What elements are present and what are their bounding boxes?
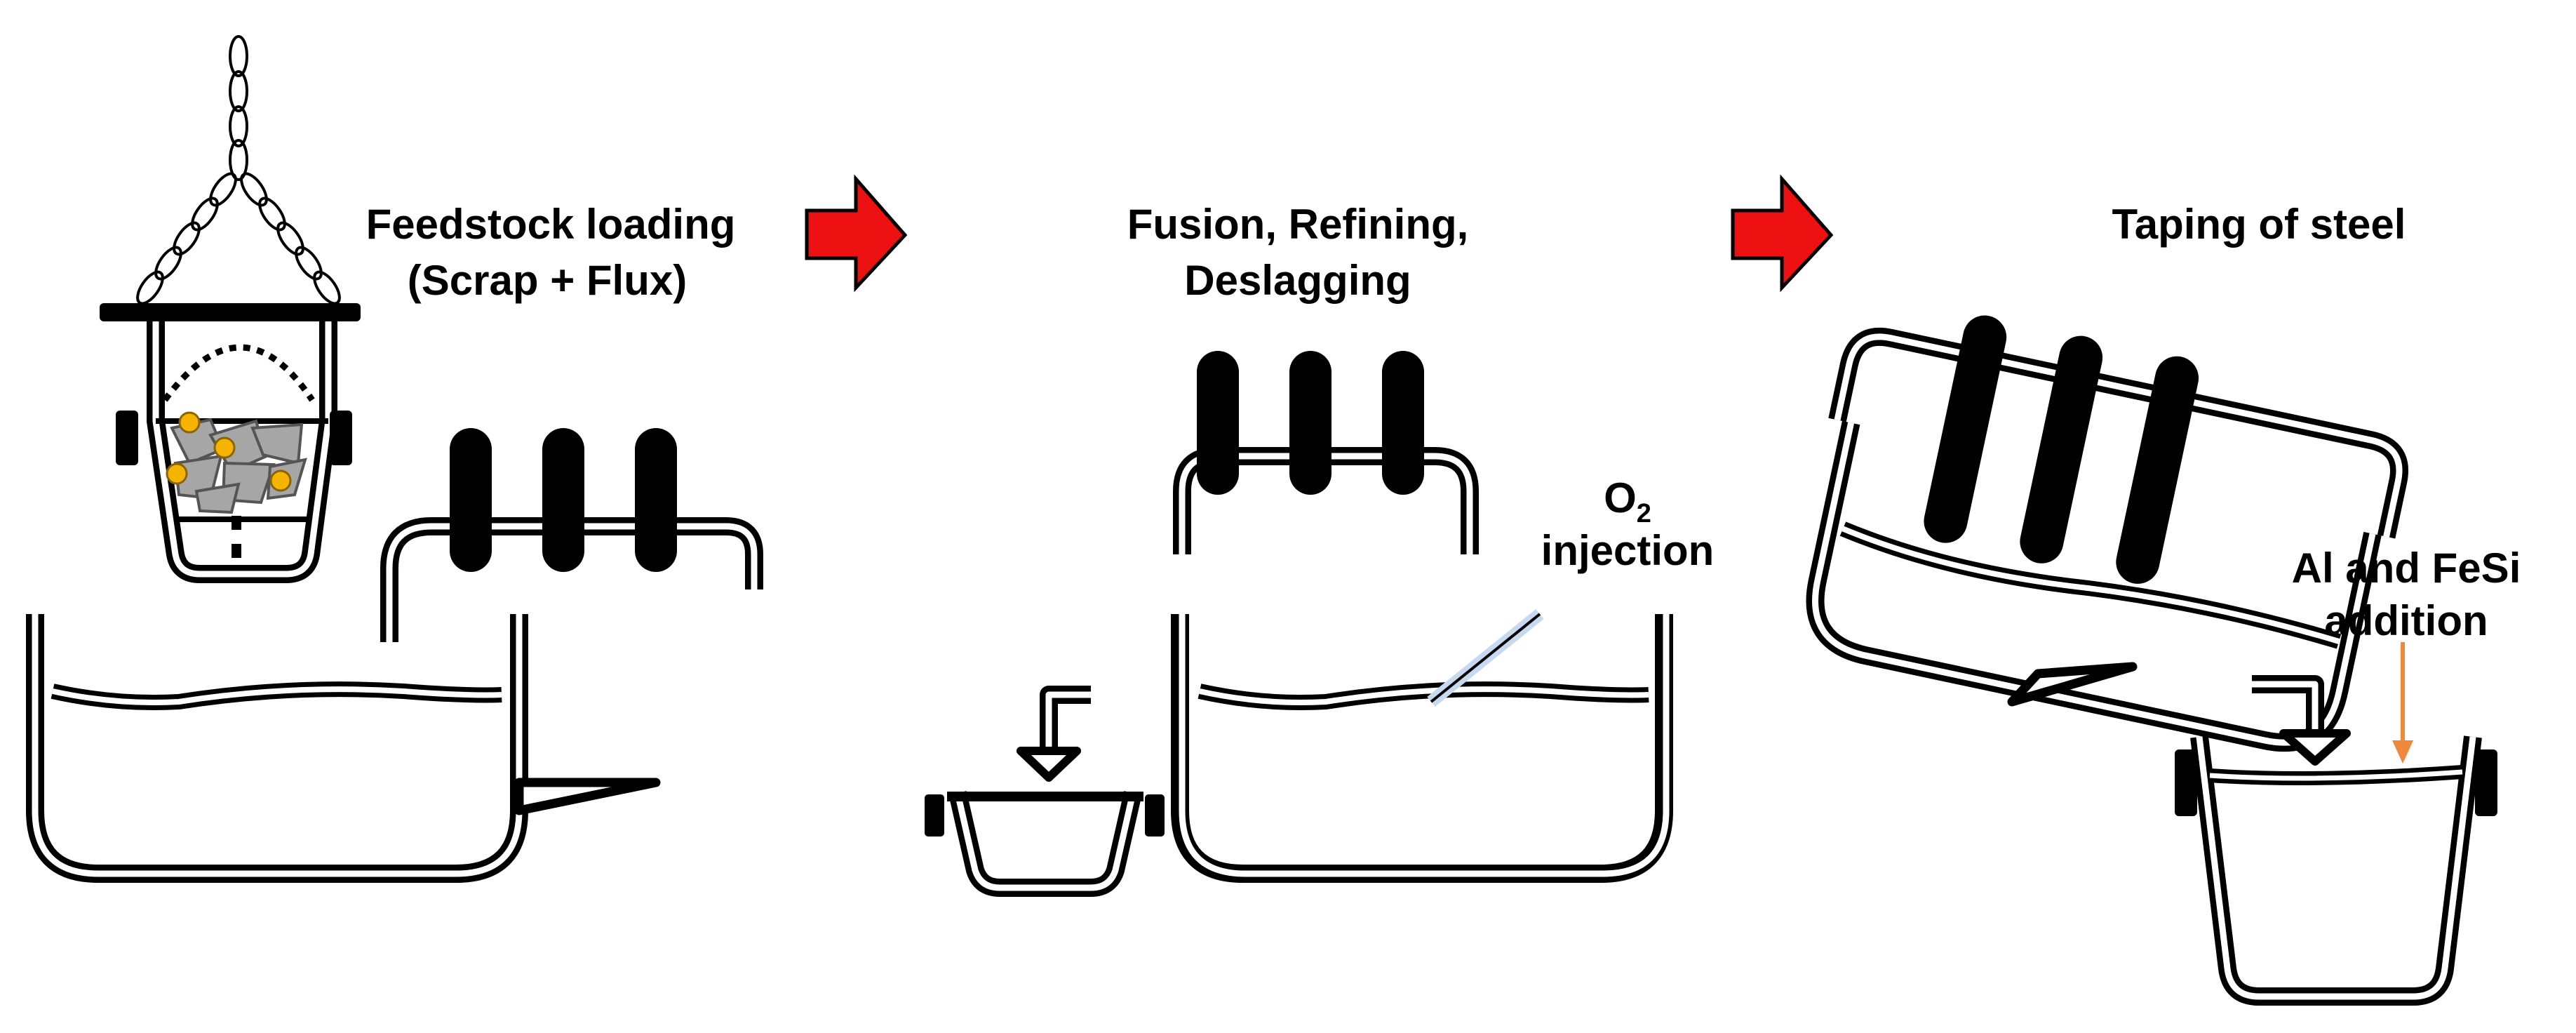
slag-pouring-arrow-icon bbox=[1017, 686, 1091, 782]
addition-label-line1: Al and FeSi bbox=[2292, 545, 2521, 592]
addition-arrowhead-icon bbox=[2392, 740, 2413, 764]
furnace-melting bbox=[1180, 351, 1666, 874]
step3-title: Taping of steel bbox=[2112, 201, 2406, 248]
slag-pot bbox=[925, 791, 1165, 897]
addition-label-line2: addition bbox=[2324, 597, 2488, 644]
flux-pellet-icon bbox=[166, 411, 292, 492]
scrap-charge-icon bbox=[170, 418, 307, 514]
steel-pouring-arrow-icon bbox=[2252, 675, 2351, 766]
step2-title-line2: Deslagging bbox=[1184, 257, 1411, 304]
furnace-open bbox=[35, 614, 656, 874]
o2-injection-label-top: O2 bbox=[1604, 474, 1651, 528]
process-arrow-icon bbox=[805, 174, 908, 293]
o2-injection-label: injection bbox=[1541, 527, 1715, 574]
casting-ladle bbox=[2175, 735, 2497, 1006]
furnace-spout bbox=[2007, 662, 2138, 707]
o2-subscript: 2 bbox=[1637, 499, 1651, 528]
crane-chain bbox=[136, 35, 341, 305]
swing-path bbox=[162, 344, 315, 402]
step2-title-line1: Fusion, Refining, bbox=[1127, 201, 1469, 248]
charging-bucket bbox=[100, 303, 361, 583]
furnace-tilted bbox=[1806, 315, 2408, 752]
furnace-roof-swung bbox=[380, 428, 763, 642]
process-arrow-icon bbox=[1731, 174, 1834, 293]
step1-title-line1: Feedstock loading bbox=[366, 201, 736, 248]
step1-title-line2: (Scrap + Flux) bbox=[408, 257, 687, 304]
o2-symbol: O bbox=[1604, 474, 1637, 521]
